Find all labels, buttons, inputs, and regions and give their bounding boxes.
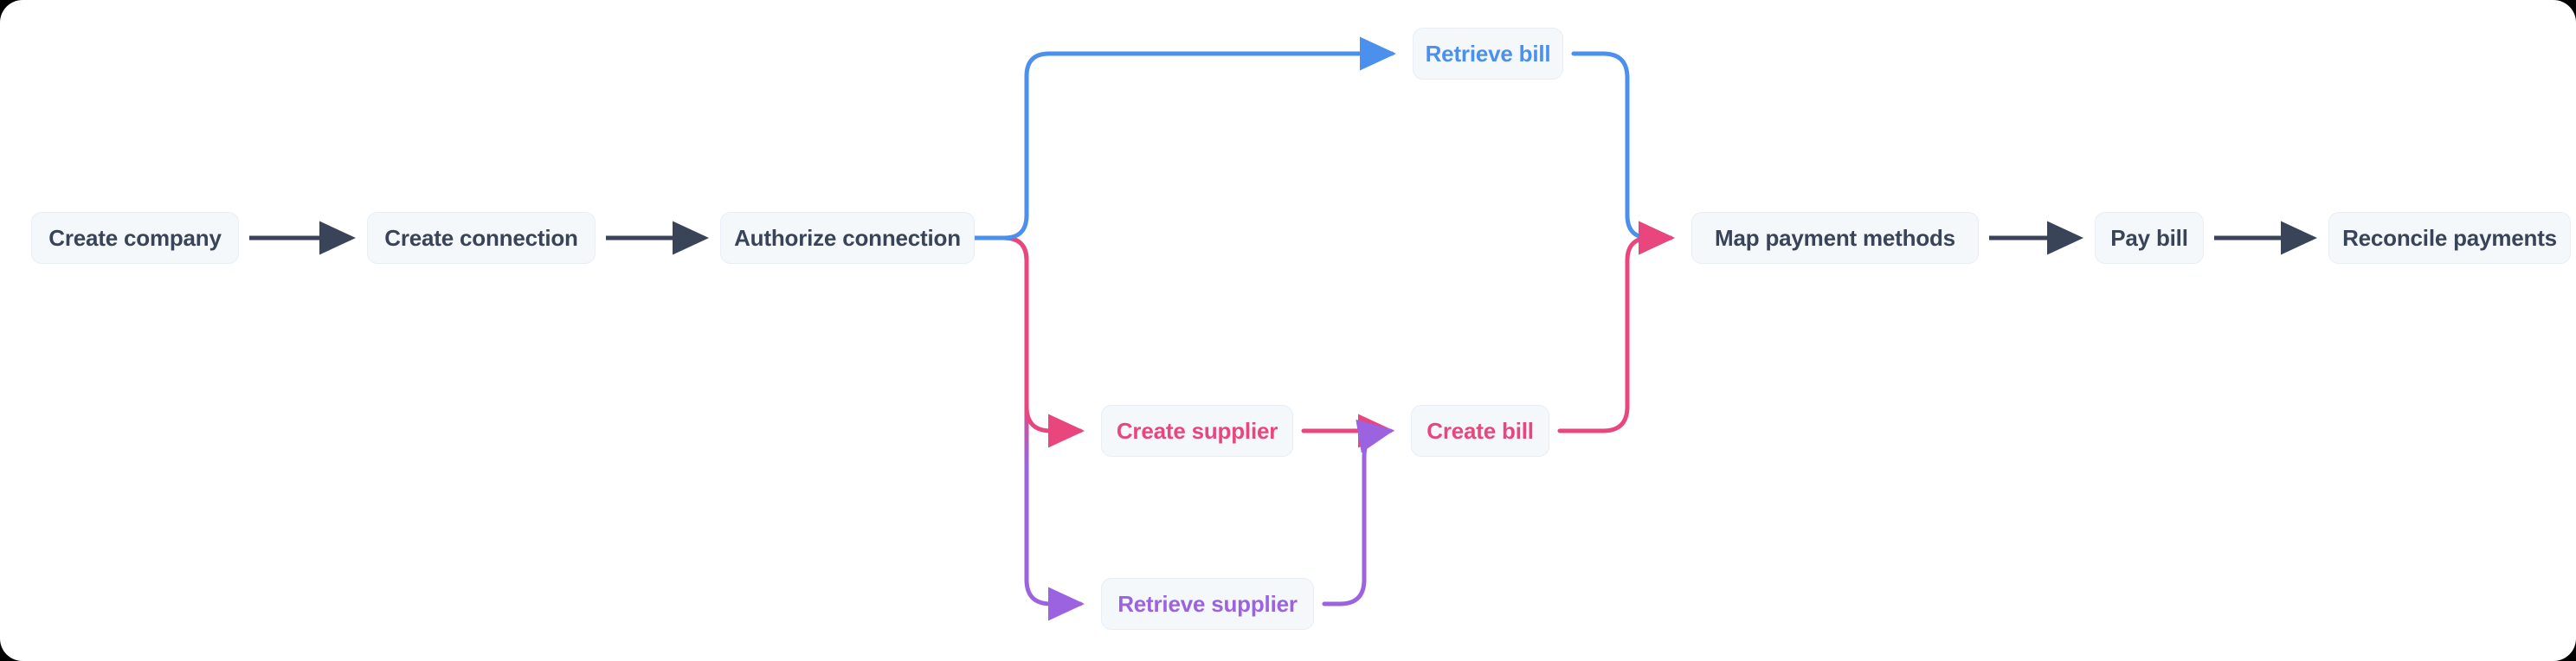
node-pay-bill[interactable]: Pay bill xyxy=(2095,212,2204,264)
node-retrieve-bill[interactable]: Retrieve bill xyxy=(1413,28,1563,80)
node-label: Create supplier xyxy=(1116,418,1278,444)
edge-create-bill-to-map-payment-methods xyxy=(1557,221,1675,433)
node-create-bill[interactable]: Create bill xyxy=(1411,405,1549,457)
node-label: Pay bill xyxy=(2110,225,2188,251)
node-create-company[interactable]: Create company xyxy=(31,212,239,264)
edge-authorize-connection-to-retrieve-bill xyxy=(972,36,1396,241)
node-label: Create connection xyxy=(384,225,578,251)
node-authorize-connection[interactable]: Authorize connection xyxy=(720,212,975,264)
node-label: Create bill xyxy=(1426,418,1534,444)
node-create-supplier[interactable]: Create supplier xyxy=(1101,405,1293,457)
edge-retrieve-supplier-to-create-bill xyxy=(1322,419,1394,606)
node-label: Map payment methods xyxy=(1715,225,1955,251)
node-reconcile-payments[interactable]: Reconcile payments xyxy=(2328,212,2571,264)
node-label: Create company xyxy=(48,225,222,251)
node-label: Retrieve supplier xyxy=(1117,591,1298,617)
node-label: Authorize connection xyxy=(734,225,961,251)
edge-authorize-connection-to-create-supplier xyxy=(972,235,1085,448)
edge-retrieve-bill-to-map-payment-methods xyxy=(1571,51,1675,255)
node-label: Reconcile payments xyxy=(2342,225,2557,251)
node-label: Retrieve bill xyxy=(1425,41,1551,67)
node-retrieve-supplier[interactable]: Retrieve supplier xyxy=(1101,578,1314,630)
node-map-payment-methods[interactable]: Map payment methods xyxy=(1691,212,1979,264)
node-create-connection[interactable]: Create connection xyxy=(367,212,596,264)
